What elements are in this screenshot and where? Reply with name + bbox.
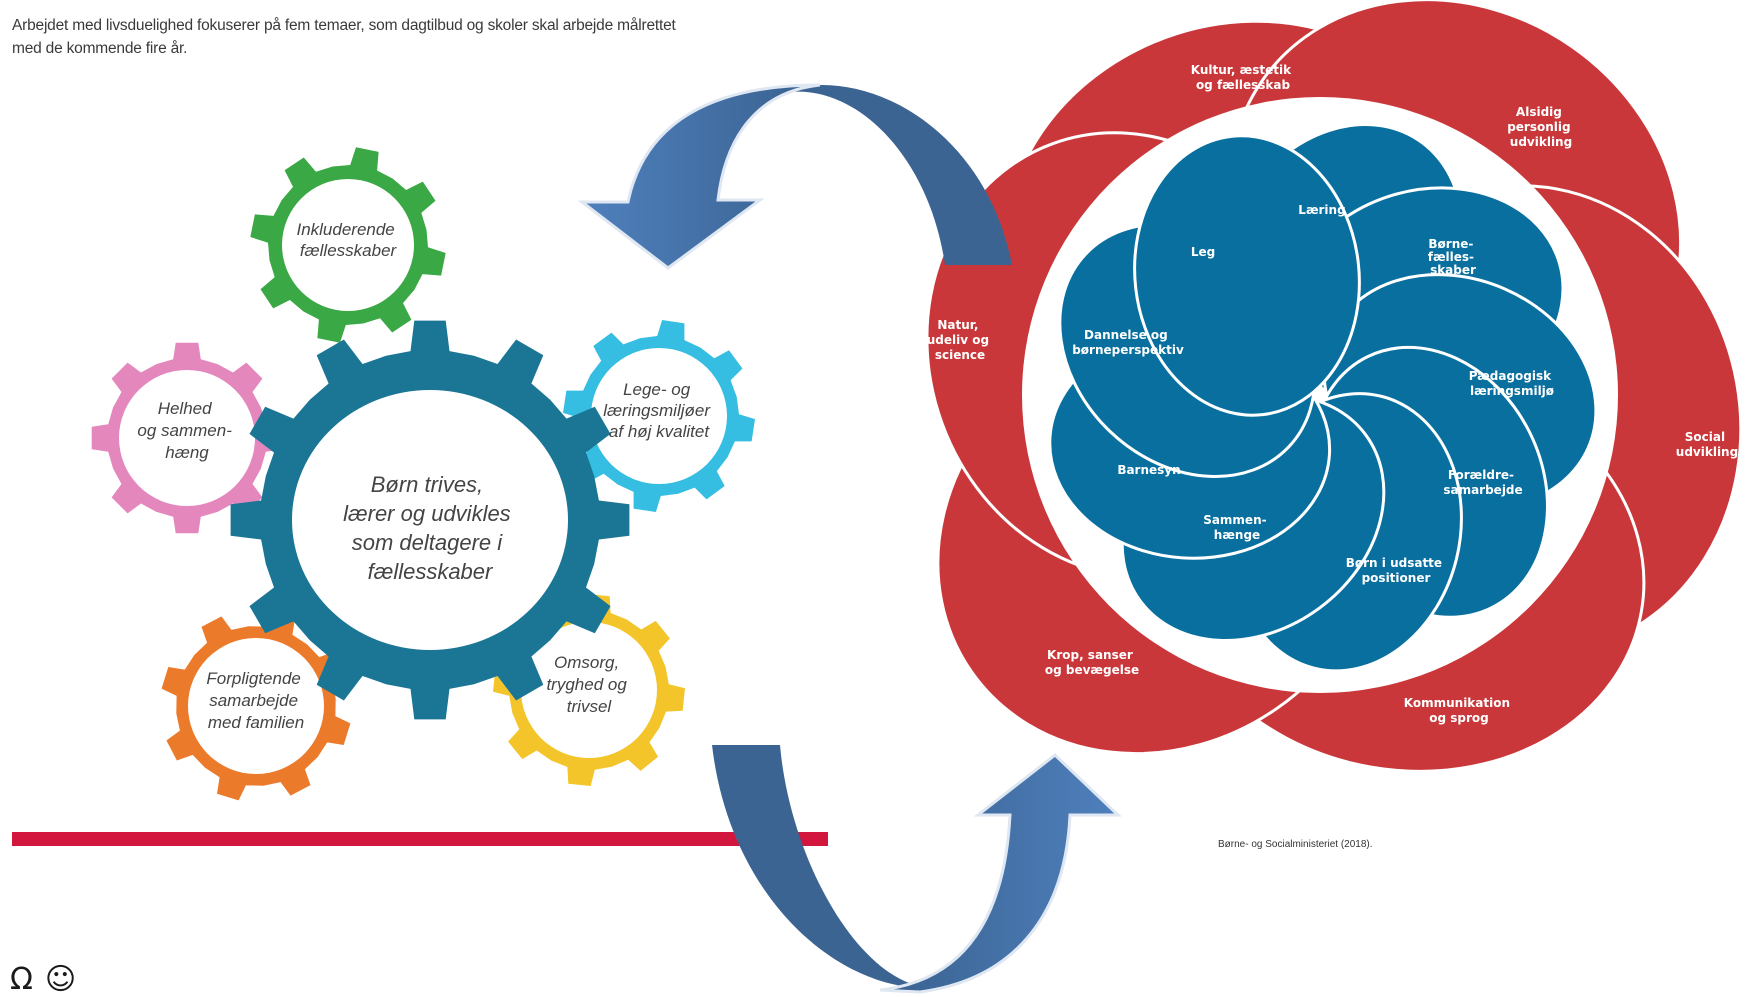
gear-top (250, 147, 446, 343)
gear-left (91, 342, 283, 534)
inner-label-laering: Læring (1298, 203, 1345, 217)
gear-center-label: Børn trives, lærer og udvikles som delta… (343, 472, 517, 584)
inner-label-boernefaellesskaber: Børne- fælles- skaber (1428, 237, 1478, 277)
inner-label-barnesyn: Barnesyn (1117, 463, 1180, 477)
outer-label-social: Social udvikling (1676, 430, 1738, 459)
flower-center-dot (1314, 389, 1326, 401)
gear-top-label: Inkluderende fællesskaber (296, 220, 399, 260)
gear-center (230, 320, 630, 720)
red-divider-line (12, 832, 828, 846)
inner-label-leg: Leg (1191, 245, 1215, 259)
arrow-top-curved (577, 83, 1012, 270)
inner-label-dannelse: Dannelse og børneperspektiv (1072, 328, 1184, 357)
inner-label-paedagogisk: Pædagogisk læringsmiljø (1469, 369, 1556, 398)
citation-text: Børne- og Socialministeriet (2018). (1218, 839, 1373, 850)
inner-label-udsatte: Børn i udsatte positioner (1346, 556, 1447, 585)
outer-label-kommunikation: Kommunikation og sprog (1404, 696, 1514, 725)
intro-line-1: Arbejdet med livsduelighed fokuserer på … (12, 17, 676, 34)
inner-label-foraeldre: Forældre- samarbejde (1443, 468, 1522, 497)
arrow-bottom-curved (712, 745, 1122, 994)
outer-label-krop: Krop, sanser og bevægelse (1045, 648, 1139, 677)
outer-label-kultur: Kultur, æstetik og fællesskab (1191, 63, 1296, 92)
learning-flower (925, 0, 1743, 773)
inner-petals (1048, 123, 1598, 673)
gear-bottom-right-label: Omsorg, tryghed og trivsel (546, 653, 631, 716)
outer-label-natur: Natur, udeliv og science (927, 318, 994, 362)
gear-left-label: Helhed og sammen- hæng (137, 399, 236, 462)
inner-label-sammenhaenge: Sammen- hænge (1203, 513, 1271, 542)
bottom-caption-glyphs: Ω☺ (10, 962, 89, 997)
gear-bottom-left (161, 611, 351, 801)
inner-petal-leg (1133, 134, 1361, 417)
outer-label-alsidig: Alsidig personlig udvikling (1507, 105, 1575, 149)
gear-right-label: Lege- og læringsmiljøer af høj kvalitet (603, 380, 714, 441)
intro-text: Arbejdet med livsduelighed fokuserer på … (12, 14, 832, 60)
gear-bottom-left-label: Forpligtende samarbejde med familien (206, 669, 305, 732)
intro-line-2: med de kommende fire år. (12, 40, 188, 57)
gear-right (563, 320, 755, 512)
